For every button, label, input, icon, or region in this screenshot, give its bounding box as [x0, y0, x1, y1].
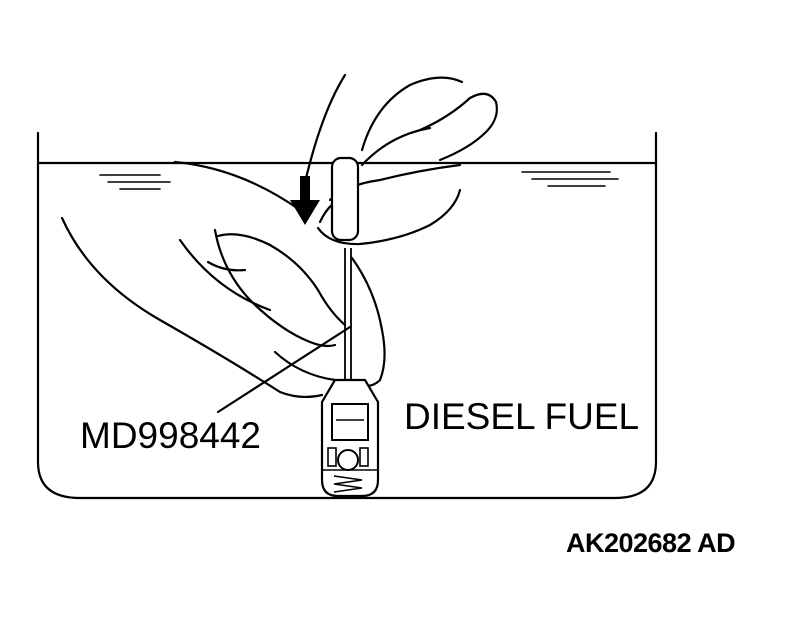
fuel-ripple-marks-left — [99, 174, 171, 190]
container-outline — [36, 131, 658, 500]
lower-hand — [60, 216, 386, 399]
fuel-label: DIESEL FUEL — [404, 396, 640, 437]
reference-code: AK202682 AD — [566, 528, 736, 558]
valve-spring — [333, 475, 363, 493]
tool-label: MD998442 — [80, 415, 262, 456]
valve-assembly — [320, 378, 380, 498]
tool-leader-line — [216, 325, 352, 414]
down-arrow-icon — [290, 176, 320, 225]
valve-ball — [337, 449, 359, 471]
fuel-ripple-marks-right — [521, 171, 619, 187]
